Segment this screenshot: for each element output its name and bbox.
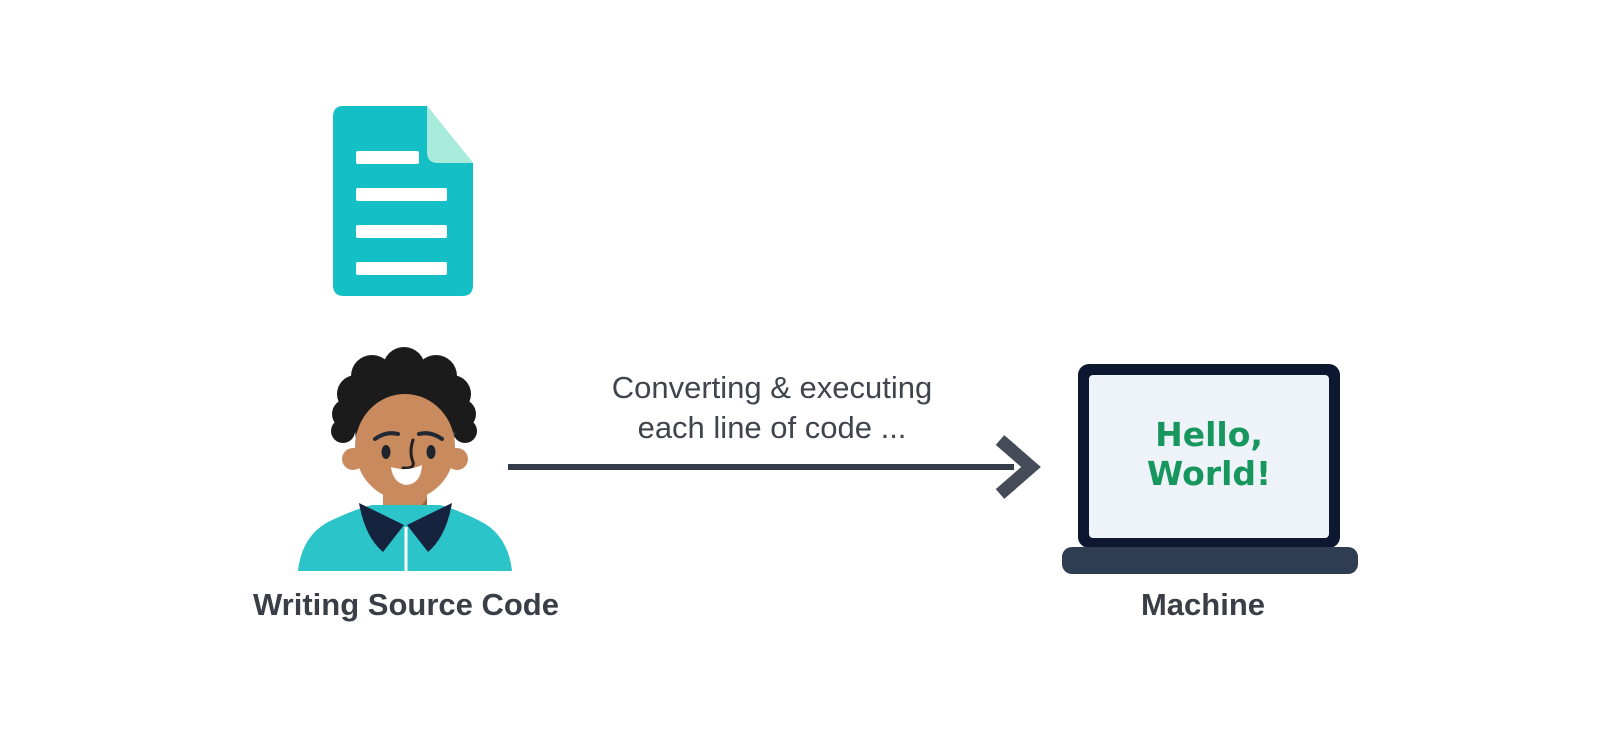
person-illustration [298,347,512,571]
person-nose [401,438,415,470]
person-face [355,394,455,500]
machine-label: Machine [1140,587,1266,622]
person-eyebrows [373,431,444,441]
person-mouth [391,465,422,485]
arrow-caption-line1: Converting & executing [611,370,933,405]
screen-output-line2: World! [1146,454,1272,493]
document-fold-corner [427,106,473,163]
person-eyes [381,445,436,459]
laptop-screen [1089,375,1329,538]
laptop-illustration [1062,364,1358,574]
screen-output-line1: Hello, [1155,415,1263,454]
arrow-caption: Converting & executing each line of code… [472,368,1072,448]
process-arrow [508,435,1041,499]
document-text-lines [356,151,447,275]
arrow-caption-line2: each line of code ... [637,410,907,445]
person-collar [359,503,452,552]
arrow-head [995,435,1041,499]
source-label: Writing Source Code [252,587,559,622]
laptop-base [1062,547,1358,574]
source-code-document-icon [333,106,473,296]
laptop-screen-output: Hello, World! [1059,415,1359,493]
